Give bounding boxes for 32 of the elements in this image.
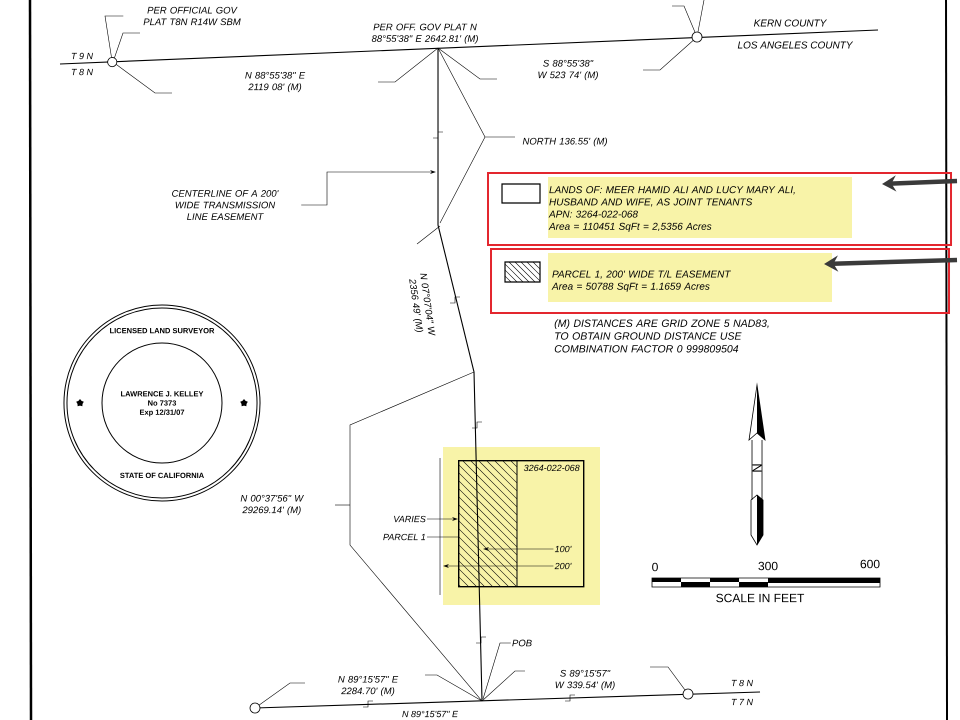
county-label: KERN COUNTY [754,19,827,27]
bearing-label: N 00°37'56" W 29269.14' (M) [240,494,304,516]
bearing-label: N 89°15'57" E [402,710,458,718]
leader-line [482,642,512,700]
dimension-text: 100' [554,546,572,552]
bearing-label: N 07°07'04" W 2356 49' (M) [409,274,436,336]
callout-text: CENTERLINE OF A 200' WIDE TRANSMISSION LINE EASEMENT [172,190,279,220]
bearing-label: PER OFF. GOV PLAT N 88°55'38" E 2642.81' (M) [372,24,478,44]
scale-caption: SCALE IN FEET [716,594,804,602]
bearing-label: NORTH 136.55' (M) [522,138,607,146]
note-text: PER OFFICIAL GOV PLAT T8N R14W SBM [144,6,241,26]
bearing-label: S 88°55'38" W 523 74' (M) [538,60,598,80]
bearing-label: S 89°15'57" W 339.54' (M) [556,670,615,690]
legend-box: PARCEL 1, 200' WIDE T/L EASEMENT Area = 50788 SqFt = 1.1659 Acres [490,248,950,314]
township-label: T 8 N [732,680,754,686]
dimension-text: 200' [554,562,572,570]
leader-line [426,536,458,538]
county-label: LOS ANGELES COUNTY [738,41,854,49]
north-letter: N [752,464,762,472]
leader-line [104,16,124,68]
township-label: T 8 N [72,68,93,76]
scale-number: 600 [860,560,880,568]
point-label: POB [512,640,532,646]
bearing-label: N 88°55'38" E 2119 08' (M) [245,72,306,92]
bearing-label: N 89°15'57" E 2284.70' (M) [338,676,398,696]
township-label: T 9 N [72,52,93,60]
township-label: T 7 N [732,698,754,706]
dimension-text: VARIES [394,516,426,522]
legend-box: LANDS OF: MEER HAMID ALI AND LUCY MARY ALI, HUSBAND AND WIFE, AS JOINT TENANTS APN: 3264-022-068 Area = 110451 SqFt = 2,5356 Acres [487,172,952,246]
scale-number: 0 [652,562,658,572]
dimension-text: PARCEL 1 [383,534,426,540]
scale-number: 300 [758,562,778,570]
